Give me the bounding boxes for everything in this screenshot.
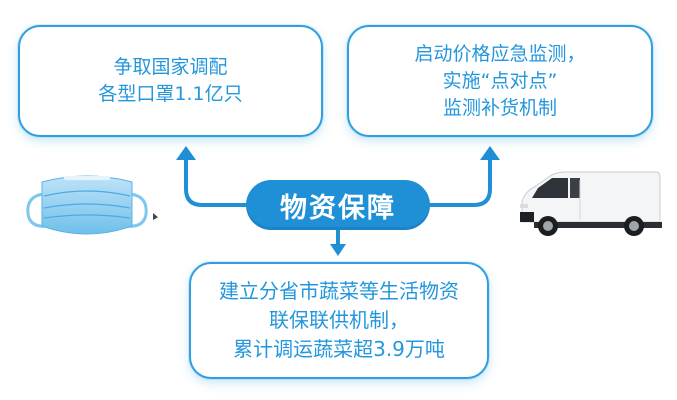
card-bottom-line-1: 建立分省市蔬菜等生活物资 [219,279,459,303]
card-mask-allocation: 争取国家调配 各型口罩1.1亿只 [18,25,323,137]
cursor-mark [153,213,158,220]
van-icon [520,171,662,236]
card-vegetable-supply: 建立分省市蔬菜等生活物资 联保联供机制， 累计调运蔬菜超3.9万吨 [189,262,489,379]
arrow-to-right-card [428,158,492,207]
card-right-line-3: 监测补货机制 [442,96,557,119]
card-bottom-line-3: 累计调运蔬菜超3.9万吨 [233,337,445,361]
arrowhead-down [330,244,346,256]
card-right-line-2: 实施“点对点” [442,69,558,92]
card-left-line-1: 争取国家调配 [113,56,228,78]
card-right-line-1: 启动价格应急监测， [414,42,586,65]
center-title: 物资保障 [280,192,396,224]
arrowhead-left [176,146,196,160]
card-left-line-2: 各型口罩1.1亿只 [98,83,243,105]
card-bottom-line-2: 联保联供机制， [269,308,409,332]
arrowhead-right [480,146,500,160]
card-price-monitoring: 启动价格应急监测， 实施“点对点” 监测补货机制 [347,25,653,137]
face-mask-icon [26,175,148,235]
center-title-pill: 物资保障 [246,180,430,230]
arrow-to-left-card [184,158,248,207]
